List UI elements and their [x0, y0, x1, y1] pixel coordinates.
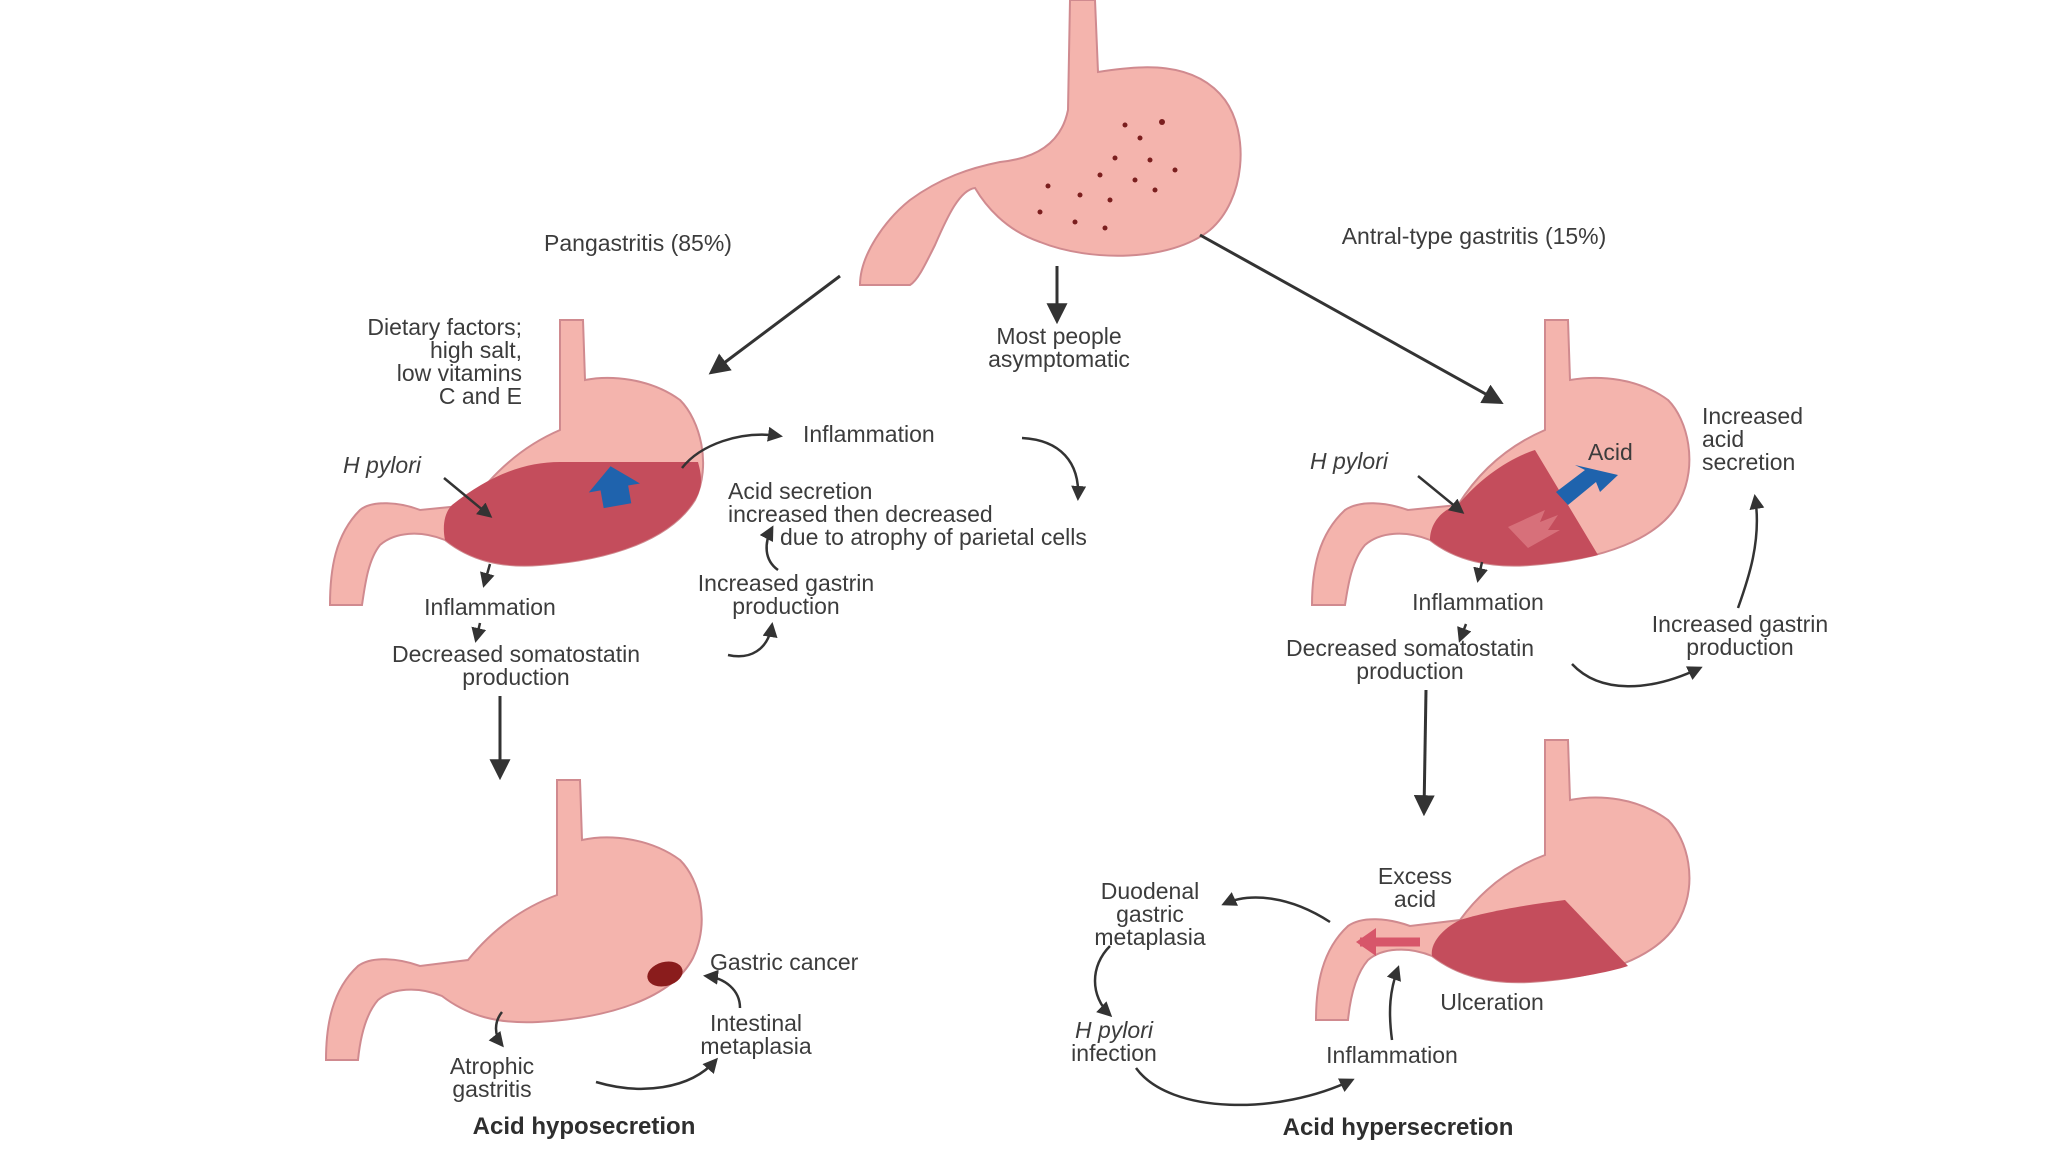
arrow-to-antral — [1199, 233, 1504, 405]
dietary-line1: Dietary factors; — [367, 314, 522, 340]
acid-secretion-line1: Acid secretion — [728, 478, 873, 504]
right-gastrin-line2: production — [1686, 634, 1794, 660]
duodenal-metaplasia-line2: gastric — [1116, 901, 1184, 927]
acid-label: Acid — [1588, 439, 1633, 465]
gastric-cancer-label: Gastric cancer — [710, 949, 859, 975]
hpylori-infection-line1: H pylori — [1075, 1017, 1153, 1043]
hpylori-infection-line2: infection — [1071, 1040, 1157, 1066]
left-somatostatin-line2: production — [462, 664, 570, 690]
atrophic-gastritis-line2: gastritis — [452, 1076, 532, 1102]
right-inflammation-bottom: Inflammation — [1326, 1042, 1458, 1068]
ulceration-label: Ulceration — [1440, 989, 1544, 1015]
pangastritis-label: Pangastritis (85%) — [544, 230, 732, 256]
left-inflammation-label: Inflammation — [424, 594, 556, 620]
stomach-top-spots — [1037, 119, 1178, 231]
left-flow-arrows — [443, 426, 1087, 1090]
left-gastrin-line2: production — [732, 593, 840, 619]
right-gastrin-line1: Increased gastrin — [1651, 611, 1829, 637]
acid-secretion-line2: increased then decreased — [728, 501, 993, 527]
left-somatostatin-line1: Decreased somatostatin — [391, 641, 641, 667]
dietary-line3: low vitamins — [396, 360, 522, 386]
right-somatostatin-line2: production — [1356, 658, 1464, 684]
stomach-atrophic — [324, 779, 703, 1061]
stomach-antral — [1310, 319, 1691, 606]
acid-secretion-line3: due to atrophy of parietal cells — [780, 524, 1087, 550]
asymptomatic-line2: asymptomatic — [988, 346, 1130, 372]
dietary-line2: high salt, — [429, 337, 522, 363]
increased-acid-line2: acid — [1702, 426, 1745, 452]
right-hpylori-label: H pylori — [1310, 448, 1388, 474]
duodenal-metaplasia-line1: Duodenal — [1100, 878, 1200, 904]
excess-acid-line2: acid — [1393, 886, 1437, 912]
right-flow-arrows — [1093, 475, 1765, 1107]
intestinal-metaplasia-line1: Intestinal — [709, 1010, 803, 1036]
increased-acid-line3: secretion — [1702, 449, 1796, 475]
gastric-cancer-lesion — [647, 961, 683, 987]
atrophic-gastritis-line1: Atrophic — [449, 1053, 535, 1079]
stomach-ulceration — [1314, 739, 1691, 1021]
acid-hyposecretion-title: Acid hyposecretion — [472, 1113, 696, 1140]
increased-acid-line1: Increased — [1702, 403, 1804, 429]
right-somatostatin-line1: Decreased somatostatin — [1285, 635, 1535, 661]
excess-acid-line1: Excess — [1377, 863, 1453, 889]
acid-hypersecretion-title: Acid hypersecretion — [1282, 1114, 1514, 1141]
stomach-pangastritis — [328, 319, 705, 606]
intestinal-metaplasia-line2: metaplasia — [700, 1033, 812, 1059]
stomach-top — [858, 0, 1242, 286]
left-inflammation-top: Inflammation — [803, 421, 935, 447]
antral-gastritis-label: Antral-type gastritis (15%) — [1341, 223, 1607, 249]
arrow-to-pangastritis — [708, 274, 841, 375]
dietary-line4: C and E — [438, 383, 522, 409]
duodenal-metaplasia-line3: metaplasia — [1094, 924, 1206, 950]
left-hpylori-label: H pylori — [343, 452, 421, 478]
right-inflammation-label: Inflammation — [1412, 589, 1544, 615]
left-gastrin-line1: Increased gastrin — [697, 570, 875, 596]
asymptomatic-line1: Most people — [996, 323, 1122, 349]
